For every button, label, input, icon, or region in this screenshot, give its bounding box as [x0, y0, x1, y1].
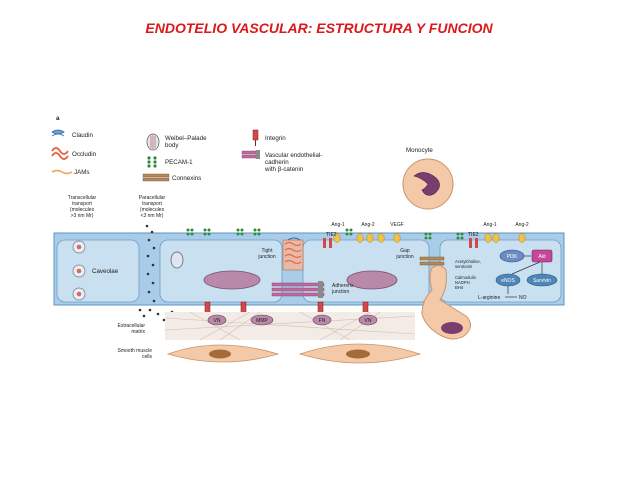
pecam-icon: [147, 156, 157, 168]
weibel-palade-icon: [146, 133, 160, 151]
svg-text:(molecules: (molecules: [70, 207, 95, 213]
weibel-palade-icon: [170, 251, 184, 269]
tight-junction: [282, 237, 304, 271]
vegf-label: VEGF: [390, 222, 404, 228]
angiopoietin-ligands: [484, 233, 526, 243]
transcellular-label: Transcellular transport (molecules >3 nm…: [68, 195, 97, 219]
tie2-receptor: [469, 238, 478, 248]
cofactors-label-2: NADPH: [455, 280, 470, 285]
svg-text:MMP: MMP: [256, 318, 268, 324]
endothelial-cell: [56, 239, 140, 303]
caveolae-vesicles: [72, 240, 86, 301]
svg-text:Transcellular: Transcellular: [68, 195, 97, 201]
akt-node: Akt: [531, 249, 553, 263]
svg-text:Paracellular: Paracellular: [139, 195, 166, 201]
svg-text:VN: VN: [365, 318, 372, 324]
extracellular-matrix-label-2: matrix: [131, 329, 145, 335]
l-arginine-label: L-arginine: [478, 295, 500, 301]
svg-text:>3 nm Mr): >3 nm Mr): [71, 213, 94, 219]
legend-claudin: Claudin: [72, 132, 94, 139]
legend-ve-cadherin-1: Vascular endothelial-: [265, 152, 322, 159]
legend-ve-cadherin-3: with β-catenin: [264, 166, 304, 173]
legend-connexins: Connexins: [172, 175, 201, 182]
claudin-icon: [51, 129, 65, 137]
svg-text:(molecules: (molecules: [140, 207, 165, 213]
matrix-protein-vn: VN: [358, 314, 378, 326]
agonists-label-1: Acetylcholine,: [455, 259, 481, 264]
panel-letter: a: [56, 115, 60, 122]
tight-junction-label-1: Tight: [262, 248, 274, 254]
svg-text:eNOS: eNOS: [501, 278, 515, 284]
svg-text:transport: transport: [72, 201, 92, 207]
legend: Claudin Occludin JAMs Weibel–Palade body…: [51, 129, 322, 182]
enos-node: eNOS: [495, 273, 521, 287]
nucleus: [346, 270, 398, 290]
transmigrating-monocyte: [421, 264, 471, 340]
cofactors-label-3: BH4: [455, 285, 464, 290]
svg-text:Survivin: Survivin: [533, 278, 551, 284]
legend-pecam: PECAM-1: [165, 159, 193, 166]
legend-ve-cadherin-2: cadherin: [265, 159, 289, 166]
svg-text:PI3K: PI3K: [507, 254, 519, 260]
matrix-protein-mmp: MMP: [250, 314, 274, 326]
matrix-protein-vn: VN: [207, 314, 227, 326]
legend-jams: JAMs: [74, 169, 89, 176]
svg-text:VN: VN: [214, 318, 221, 324]
svg-text:Akt: Akt: [538, 254, 546, 260]
matrix-protein-fn: FN: [312, 314, 332, 326]
gap-junction: [419, 256, 445, 266]
connexins-icon: [142, 173, 170, 182]
ang1-right-label: Ang-1: [483, 222, 497, 228]
ang2-right-label: Ang-2: [515, 222, 529, 228]
endothelial-cell: [439, 239, 562, 303]
tie2-receptor: [323, 238, 332, 248]
svg-text:FN: FN: [319, 318, 326, 324]
legend-weibel-1: Weibel–Palade: [165, 135, 207, 142]
integrin-icon: [252, 129, 259, 146]
legend-integrin: Integrin: [265, 135, 286, 142]
survivin-node: Survivin: [526, 273, 558, 287]
tie2-right-label: TIE2: [468, 232, 479, 238]
ve-cadherin-icon: [241, 150, 260, 159]
cofactors-label-1: Calmodulin: [455, 275, 477, 280]
adherens-label-1: Adherens: [332, 283, 354, 289]
occludin-icon: [51, 147, 69, 160]
agonists-label-2: serotonin: [455, 264, 473, 269]
monocyte: Monocyte: [402, 147, 454, 210]
paracellular-label: Paracellular transport (molecules <3 nm …: [139, 195, 166, 219]
tight-junction-label-2: junction: [257, 254, 275, 260]
legend-weibel-2: body: [165, 142, 179, 149]
smooth-muscle-cell: [166, 344, 280, 363]
jams-icon: [51, 169, 73, 175]
adherens-junction: [271, 281, 325, 298]
extracellular-matrix-label-1: Extracellular: [117, 323, 145, 329]
ang1-left-label: Ang-1: [331, 222, 345, 228]
no-label: NO: [519, 295, 527, 301]
legend-occludin: Occludin: [72, 151, 97, 158]
extracellular-matrix: [164, 311, 416, 341]
gap-junction-label-1: Gap: [400, 248, 410, 254]
monocyte-label: Monocyte: [406, 147, 433, 154]
smooth-muscle-label-1: Smooth muscle: [118, 348, 153, 354]
svg-text:<3 nm Mr): <3 nm Mr): [141, 213, 164, 219]
page-title: ENDOTELIO VASCULAR: ESTRUCTURA Y FUNCION: [145, 20, 493, 36]
adherens-label-2: junction: [331, 289, 349, 295]
caveolae-label: Caveolae: [92, 268, 119, 275]
tie2-left-label: TIE2: [326, 232, 337, 238]
smooth-muscle-label-2: cells: [142, 354, 153, 360]
nucleus: [203, 270, 261, 290]
ang2-left-label: Ang-2: [361, 222, 375, 228]
gap-junction-label-2: junction: [395, 254, 413, 260]
smooth-muscle-cell: [298, 343, 422, 364]
angiopoietin-ligands: [333, 233, 401, 243]
pi3k-node: PI3K: [499, 249, 525, 263]
svg-text:transport: transport: [142, 201, 162, 207]
pecam-icon: [186, 228, 464, 240]
